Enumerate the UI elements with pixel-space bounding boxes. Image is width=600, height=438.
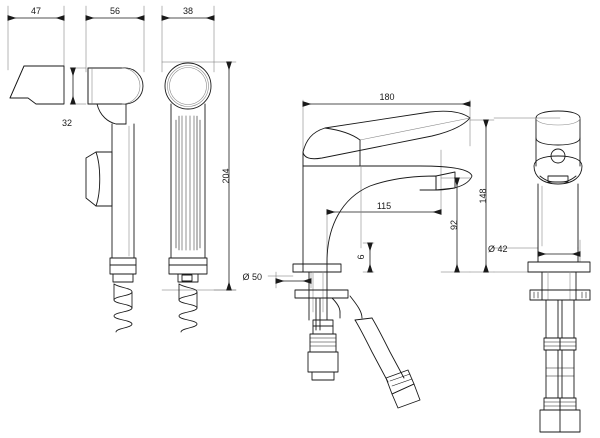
dim-aerator-offset: 6	[356, 254, 366, 259]
dim-sprayer-length: 204	[221, 168, 231, 183]
view-mixer-side	[292, 110, 473, 409]
dim-body-height: 148	[478, 188, 488, 203]
view-sprayer-front	[164, 62, 212, 333]
view-mixer-front	[527, 110, 591, 433]
dim-body-diameter: Ø 42	[488, 244, 508, 254]
dim-bracket-height: 32	[62, 118, 72, 128]
dim-spout-reach: 115	[377, 201, 391, 211]
view-sprayer-side	[85, 67, 144, 333]
dim-spout-reach-total: 180	[379, 92, 394, 102]
dim-base-diameter: Ø 50	[242, 272, 262, 282]
dim-sprayer-side-width: 56	[110, 6, 120, 16]
dim-spout-height: 92	[449, 220, 459, 230]
dim-sprayer-front-width: 38	[183, 6, 193, 16]
view-wall-bracket	[9, 65, 65, 105]
dim-bracket-width: 47	[31, 6, 41, 16]
